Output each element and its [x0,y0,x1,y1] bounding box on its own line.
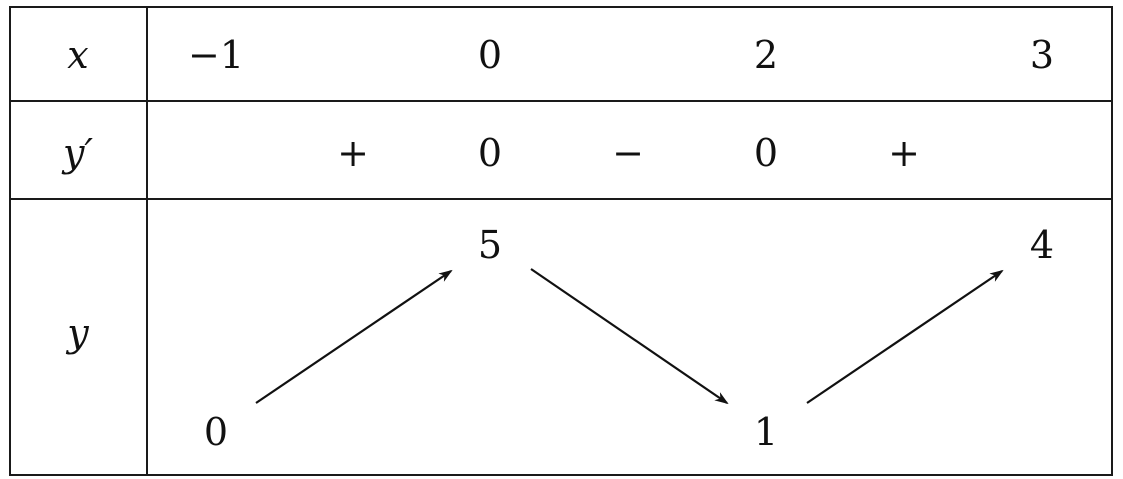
derivative-sign-plus: + [888,131,920,175]
row-label-y: y [67,311,89,355]
row-divider-yprime [9,198,1111,200]
variation-table [9,6,1113,476]
x-value: 2 [753,33,779,77]
increasing-arrow-icon [806,269,1004,404]
derivative-zero: 0 [477,131,503,175]
y-value-high: 4 [1029,223,1055,267]
derivative-zero: 0 [753,131,779,175]
derivative-sign-minus: − [612,131,644,175]
x-value: 3 [1029,33,1055,77]
label-column-divider [146,6,148,474]
row-label-x: x [67,33,89,77]
x-value: 0 [477,33,503,77]
increasing-arrow-icon [255,269,453,404]
row-divider-x [9,100,1111,102]
derivative-sign-plus: + [337,131,369,175]
y-value-low: 0 [203,410,229,454]
y-value-low: 1 [753,410,779,454]
y-value-high: 5 [477,223,503,267]
decreasing-arrow-icon [530,268,729,405]
row-label-yprime: y′ [62,131,94,175]
x-value: −1 [187,33,245,77]
